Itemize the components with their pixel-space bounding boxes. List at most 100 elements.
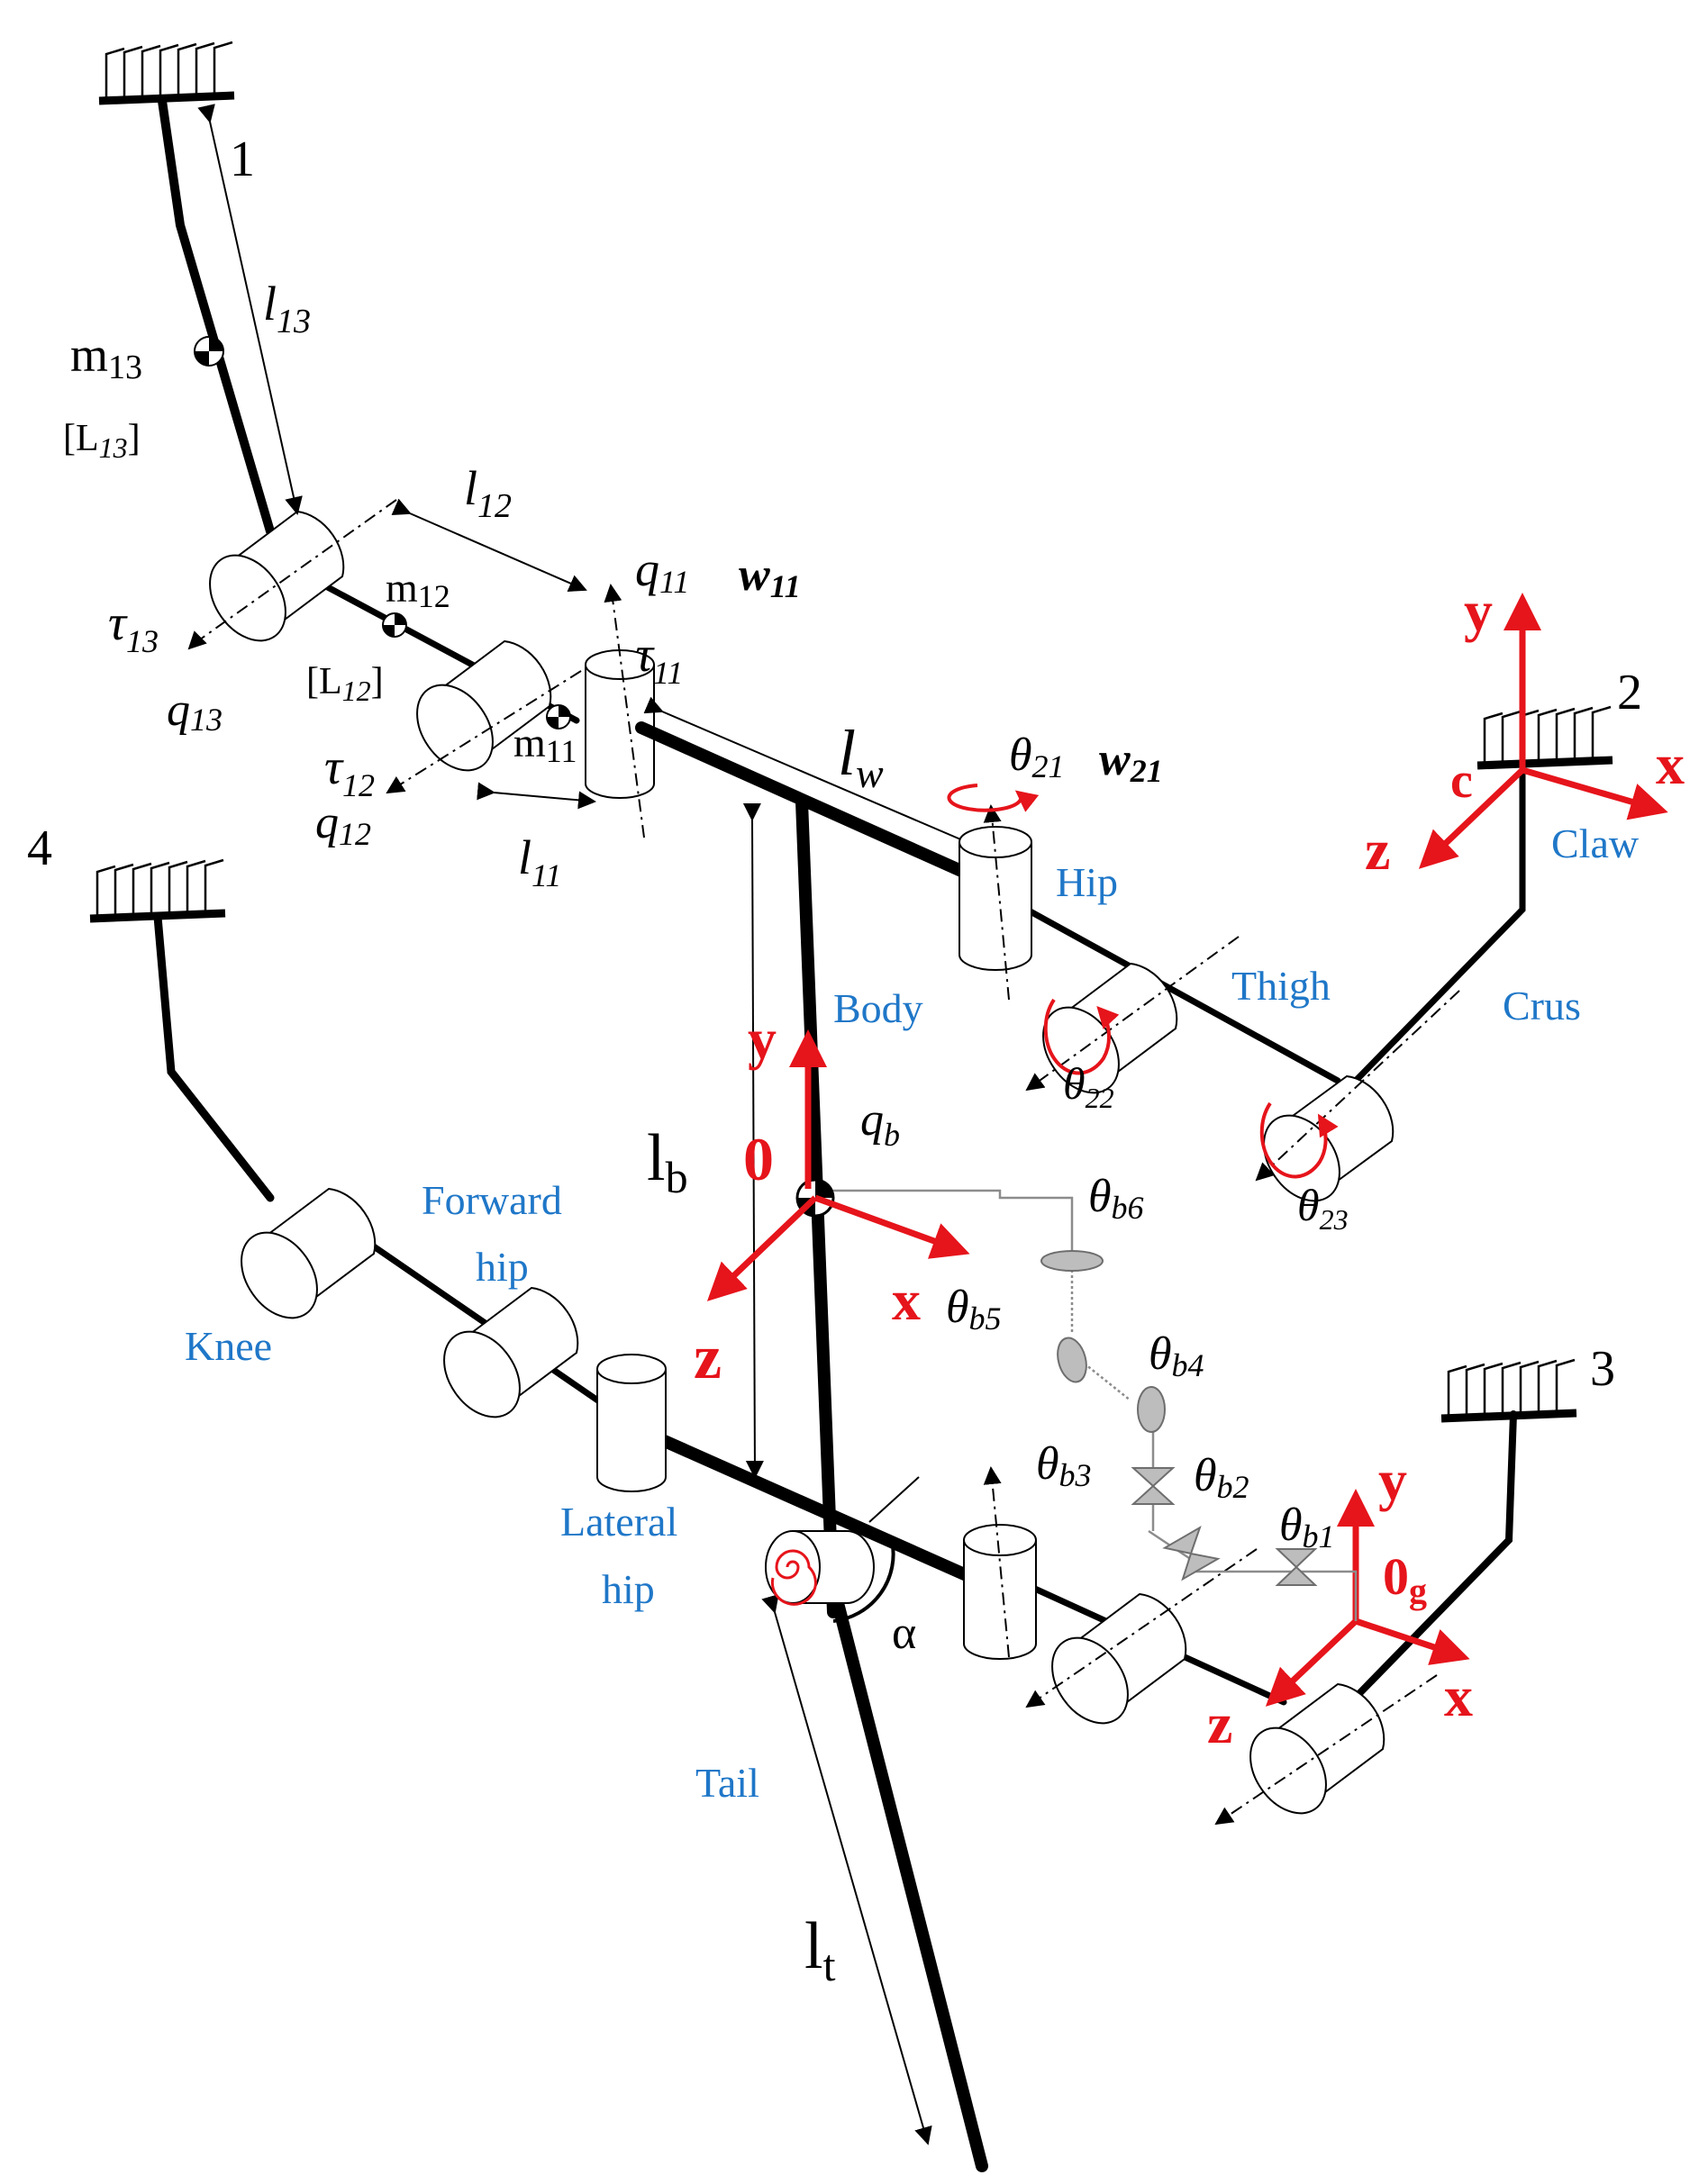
ground-z-label: z — [1207, 1691, 1232, 1755]
label-lw: lw — [838, 717, 884, 796]
rear-hip-link — [638, 1426, 975, 1582]
theta-b5-joint-icon — [1057, 1337, 1087, 1383]
ground-x-label: x — [1444, 1664, 1473, 1728]
label-alpha: α — [892, 1608, 916, 1659]
lb-dimension — [742, 802, 764, 1479]
label-m13: m13 — [70, 328, 142, 386]
theta-b3-joint-icon — [1131, 1467, 1176, 1505]
label-theta23: θ23 — [1297, 1180, 1349, 1236]
body-x-axis — [813, 1194, 970, 1259]
hip-joint-cylinder-2 — [958, 826, 1032, 971]
ground-z-axis — [1265, 1618, 1358, 1707]
body-y-label: y — [748, 1007, 777, 1071]
knee-joint-cylinder-3 — [1249, 1682, 1385, 1815]
label-tau12: τ12 — [324, 739, 375, 803]
l11-dimension — [477, 782, 596, 810]
claw-x-axis — [1522, 766, 1668, 820]
part-label-hip: Hip — [1056, 859, 1118, 905]
theta-b4-joint-icon — [1137, 1386, 1166, 1433]
part-label-body: Body — [833, 985, 923, 1031]
label-l11: l11 — [518, 830, 561, 893]
label-q11: q11 — [635, 542, 689, 600]
leg-3 — [963, 1360, 1576, 1826]
ground-anchor-1 — [99, 42, 234, 101]
label-q12: q12 — [315, 797, 371, 852]
annotations: 1 2 3 4 l13 m13 [L13] l12 m12 [L12] τ13 … — [27, 131, 1685, 1990]
theta-b1-joint-icon — [1275, 1548, 1318, 1586]
label-lb: lb — [647, 1121, 688, 1202]
forward-hip-joint-cylinder-4 — [443, 1286, 579, 1418]
leg-number-2: 2 — [1617, 665, 1642, 720]
part-label-knee: Knee — [185, 1323, 272, 1369]
joint-cylinder-13 — [209, 510, 345, 642]
label-qb: qb — [860, 1094, 900, 1153]
q11-axis — [604, 584, 645, 838]
knee-joint-cylinder-4 — [241, 1187, 377, 1319]
theta21-rotation-icon — [947, 784, 1040, 812]
label-theta-b6: θb6 — [1088, 1171, 1144, 1226]
label-theta21: θ21 — [1009, 730, 1065, 784]
body-origin-label: 0 — [743, 1125, 774, 1193]
claw-z-axis — [1418, 767, 1525, 869]
theta-b2-joint-icon — [1162, 1525, 1221, 1581]
l12-dimension — [391, 498, 587, 592]
part-label-crus: Crus — [1503, 983, 1581, 1029]
part-label-claw: Claw — [1551, 820, 1640, 866]
label-theta22: θ22 — [1063, 1058, 1114, 1114]
crus-joint-cylinder-2 — [1263, 1074, 1395, 1202]
ground-x-axis — [1354, 1618, 1470, 1665]
label-theta-b1: θb1 — [1279, 1500, 1335, 1554]
label-q13: q13 — [167, 684, 223, 738]
label-theta-b2: θb2 — [1194, 1450, 1249, 1505]
label-m11: m11 — [513, 720, 577, 769]
lt-dimension — [761, 1593, 932, 2145]
label-m12: m12 — [386, 565, 450, 614]
leg-4 — [90, 860, 667, 1492]
claw-origin-label: c — [1450, 753, 1473, 809]
theta22-rotation-icon — [1043, 998, 1120, 1075]
label-w21: w21 — [1099, 734, 1163, 789]
label-theta-b4: θb4 — [1149, 1328, 1204, 1383]
label-lt: lt — [804, 1909, 836, 1990]
body-z-label: z — [694, 1323, 722, 1392]
l13-dimension — [197, 104, 303, 515]
part-label-lateral-hip-line1: Lateral — [560, 1499, 677, 1545]
body-coordinate-frame — [706, 1029, 970, 1301]
label-L12: [L12] — [306, 661, 384, 707]
part-label-tail: Tail — [695, 1760, 759, 1806]
theta23-rotation-icon — [1259, 1101, 1339, 1179]
leg-1 — [99, 42, 655, 838]
lw-dimension — [643, 696, 979, 849]
label-l12: l12 — [464, 461, 512, 525]
forward-hip-joint-cylinder-3 — [1051, 1592, 1187, 1725]
lateral-hip-joint-cylinder-3 — [963, 1524, 1037, 1660]
body-z-axis — [706, 1195, 818, 1301]
tail-joint-cylinder — [765, 1476, 920, 1623]
claw-z-label: z — [1365, 818, 1390, 882]
leg-number-3: 3 — [1590, 1341, 1615, 1397]
claw-x-label: x — [1656, 732, 1685, 796]
ground-anchor-4 — [90, 860, 225, 919]
tail-spring-icon — [770, 1549, 817, 1606]
leg-number-1: 1 — [230, 131, 255, 187]
lateral-hip-joint-cylinder-4 — [596, 1354, 667, 1492]
label-w11: w11 — [739, 549, 801, 604]
label-l13: l13 — [263, 276, 311, 340]
ground-anchor-3 — [1441, 1360, 1576, 1418]
q12-axis — [386, 670, 582, 794]
leg-2 — [947, 593, 1668, 1202]
label-L13: [L13] — [63, 418, 141, 464]
label-theta-b5: θb5 — [946, 1282, 1002, 1337]
part-label-forward-hip-line2: hip — [476, 1244, 529, 1290]
ground-anchor-2 — [1477, 707, 1613, 766]
part-label-thigh: Thigh — [1231, 963, 1331, 1009]
leg-number-4: 4 — [27, 820, 52, 876]
body-frame — [635, 696, 988, 2172]
part-label-lateral-hip-line2: hip — [602, 1566, 655, 1612]
ground-origin-label: 0g — [1383, 1547, 1427, 1611]
label-tau13: τ13 — [108, 595, 159, 659]
label-theta-b3: θb3 — [1036, 1438, 1092, 1493]
alpha-angle-arc — [832, 1539, 895, 1623]
joint-cylinder-11 — [585, 649, 655, 799]
